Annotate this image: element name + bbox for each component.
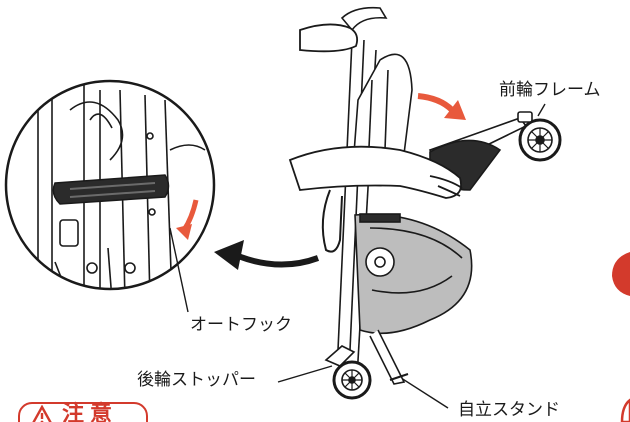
caution-label: 注意 — [62, 402, 119, 422]
leader-front-frame — [537, 103, 546, 117]
leader-lines — [169, 103, 546, 409]
label-front-wheel-frame: 前輪フレーム — [499, 80, 601, 100]
caution-badge — [18, 402, 148, 422]
folding-direction-arrow — [417, 93, 466, 120]
leader-rear-stopper — [277, 365, 333, 383]
leader-auto-hook — [169, 227, 189, 313]
label-self-stand: 自立スタンド — [458, 400, 560, 420]
label-rear-wheel-stopper: 後輪ストッパー — [137, 370, 256, 390]
stroller-folded — [321, 6, 562, 400]
warning-triangle-icon — [32, 405, 52, 422]
leader-self-stand — [397, 375, 449, 409]
cropped-red-marker — [612, 252, 630, 422]
label-auto-hook: オートフック — [190, 315, 292, 335]
hands-illustration — [288, 23, 463, 199]
auto-hook-detail-circle — [4, 79, 216, 291]
pointer-arrow-to-detail — [214, 240, 320, 270]
auto-hook-strap — [52, 174, 170, 205]
